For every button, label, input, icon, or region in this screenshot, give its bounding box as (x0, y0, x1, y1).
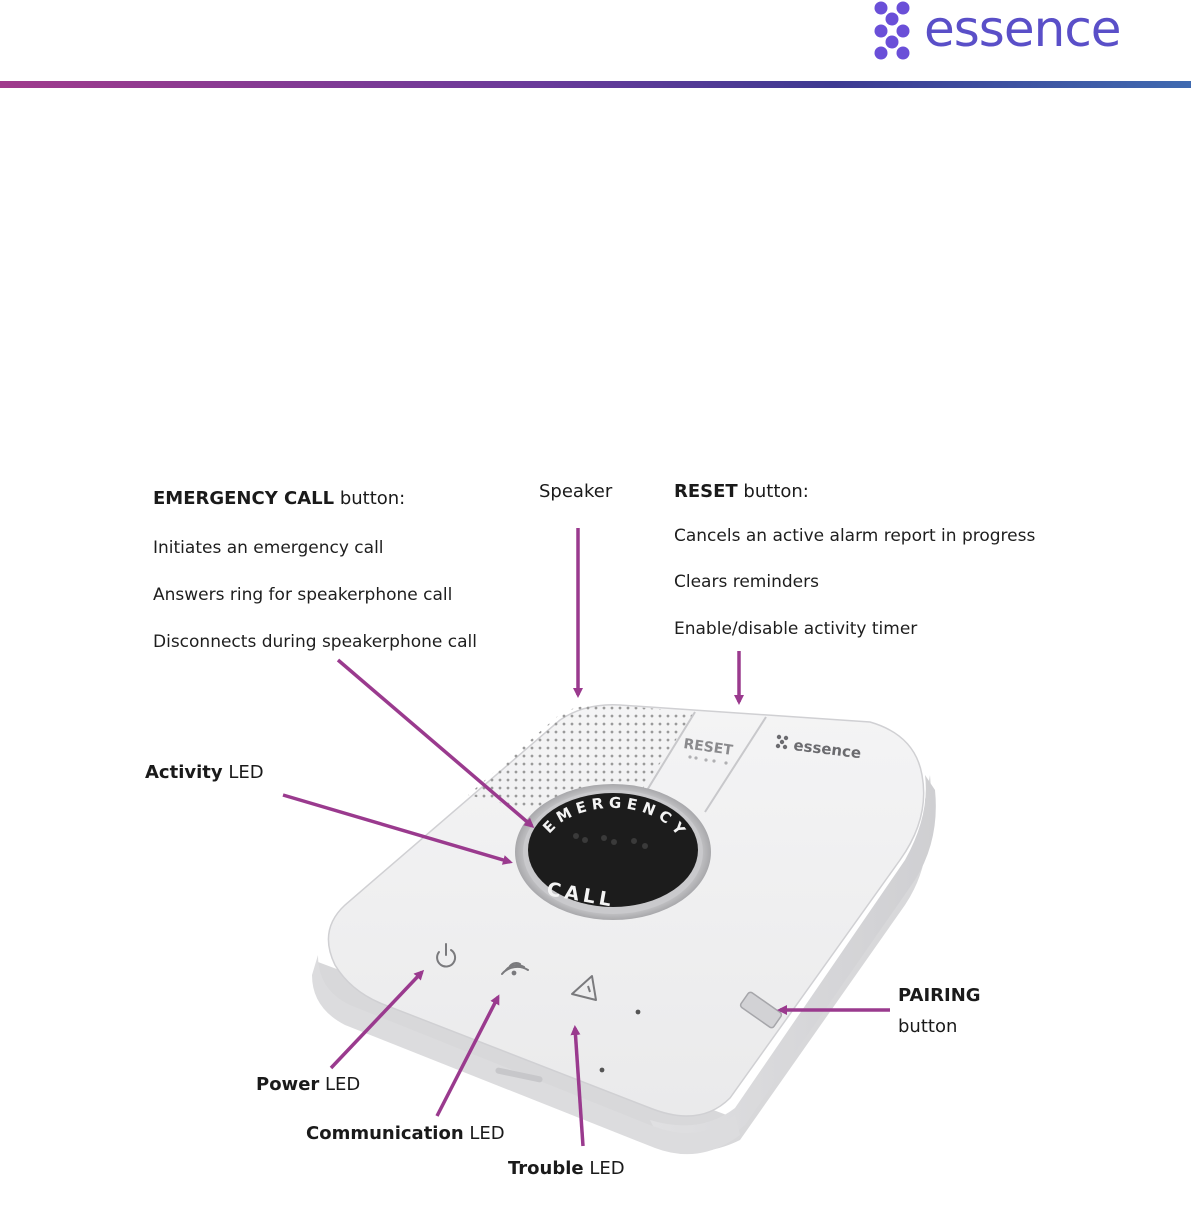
header-gradient-bar (0, 81, 1191, 88)
device-logo-icon (775, 734, 789, 750)
logo-dots-icon (874, 1, 910, 60)
emergency-call-button: EMERGENCY CALL (515, 784, 711, 920)
arrow-activity (282, 793, 513, 865)
reset-desc-2: Clears reminders (674, 572, 819, 592)
emergency-callout-title: EMERGENCY CALL button: (153, 488, 406, 509)
activity-led-callout: Activity LED (145, 762, 264, 783)
emergency-desc-3: Disconnects during speakerphone call (153, 632, 477, 652)
arrow-power (329, 969, 425, 1070)
reset-desc-1: Cancels an active alarm report in progre… (674, 526, 1036, 546)
trouble-led-callout: Trouble LED (508, 1158, 625, 1179)
power-led-callout: Power LED (256, 1074, 361, 1095)
communication-led-icon (501, 962, 529, 976)
communication-led-callout: Communication LED (306, 1123, 505, 1144)
speaker-callout: Speaker (539, 481, 613, 502)
arrow-emergency (336, 658, 535, 828)
device-body (312, 704, 936, 1155)
emergency-desc-2: Answers ring for speakerphone call (153, 585, 453, 605)
reset-desc-3: Enable/disable activity timer (674, 619, 918, 639)
arrow-communication (435, 994, 500, 1117)
callout-arrows (282, 528, 890, 1147)
arrow-trouble (570, 1025, 585, 1147)
essence-logo: essence (872, 0, 1122, 62)
pairing-callout-title: PAIRING (898, 985, 981, 1006)
reset-key-label: RESET (682, 736, 734, 759)
power-led-icon (436, 943, 457, 968)
pairing-callout-sub: button (898, 1016, 958, 1037)
logo-wordmark: essence (924, 0, 1122, 58)
emergency-desc-1: Initiates an emergency call (153, 538, 384, 558)
trouble-led-icon (571, 975, 597, 1001)
reset-callout-title: RESET button: (674, 481, 809, 502)
